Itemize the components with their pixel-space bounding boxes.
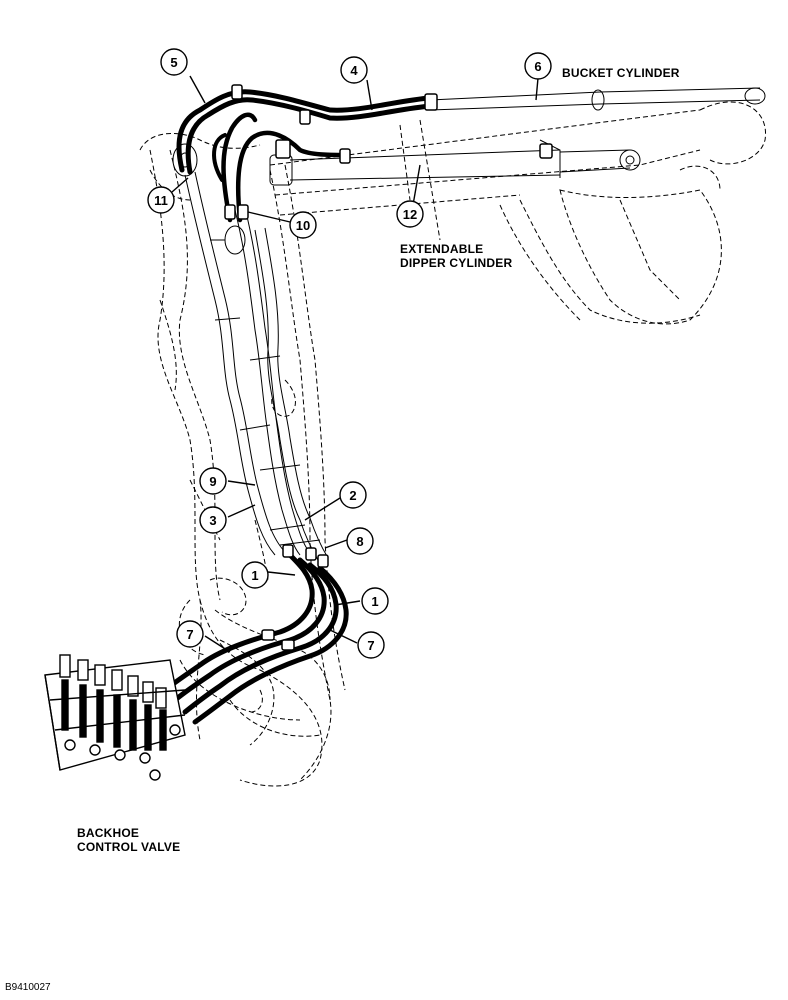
callout-7a (176, 620, 204, 648)
callout-9-text: 9 (209, 474, 216, 489)
callout-1b (361, 587, 389, 615)
extendable-label-line1: EXTENDABLE (400, 242, 484, 256)
bucket-cylinder-label: BUCKET CYLINDER (562, 66, 680, 80)
callout-3 (199, 506, 227, 534)
callout-2 (339, 481, 367, 509)
callout-3-text: 3 (209, 513, 216, 528)
control-valve (44, 654, 186, 781)
callout-1a-text: 1 (251, 568, 258, 583)
callout-1b-text: 1 (371, 594, 378, 609)
control-valve-label-line1: BACKHOE (77, 826, 140, 840)
hydraulic-hoses (162, 89, 435, 725)
callout-4 (340, 56, 368, 84)
callout-numbers: 5 4 6 11 10 12 9 3 2 8 1 1 7 7 (154, 55, 541, 653)
callout-11 (147, 186, 175, 214)
machine-outline (139, 101, 767, 787)
callout-7a-text: 7 (186, 627, 193, 642)
callouts (147, 48, 552, 659)
figure-id: B9410027 (5, 982, 51, 993)
callout-6 (524, 52, 552, 80)
callout-10 (289, 211, 317, 239)
callout-8-text: 8 (356, 534, 363, 549)
callout-12 (396, 200, 424, 228)
extendable-label-line2: DIPPER CYLINDER (400, 256, 513, 270)
callout-7b-text: 7 (367, 638, 374, 653)
callout-12-text: 12 (403, 207, 417, 222)
callout-11-text: 11 (154, 193, 168, 208)
control-valve-label-line2: CONTROL VALVE (77, 840, 181, 854)
machine-detail (172, 87, 766, 561)
callout-7b (357, 631, 385, 659)
callout-1a (241, 561, 269, 589)
callout-9 (199, 467, 227, 495)
callout-5 (160, 48, 188, 76)
callout-10-text: 10 (296, 218, 310, 233)
callout-8 (346, 527, 374, 555)
callout-5-text: 5 (170, 55, 177, 70)
callout-6-text: 6 (534, 59, 541, 74)
callout-4-text: 4 (350, 63, 358, 78)
callout-2-text: 2 (349, 488, 356, 503)
fittings (224, 84, 553, 651)
